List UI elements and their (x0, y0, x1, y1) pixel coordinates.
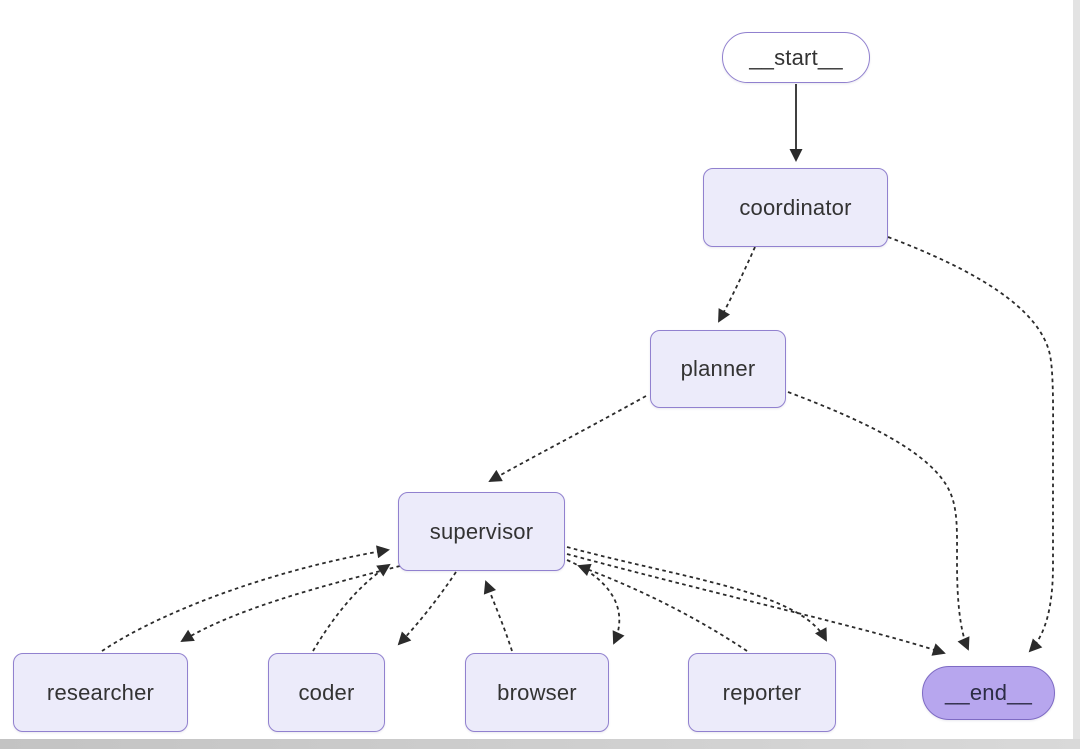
node-browser: browser (465, 653, 609, 732)
node-coordinator: coordinator (703, 168, 888, 247)
edge-reporter-supervisor (577, 563, 748, 652)
node-supervisor-label: supervisor (429, 518, 534, 544)
edge-supervisor-browser (566, 559, 625, 645)
node-coder-label: coder (298, 679, 355, 705)
node-researcher-label: researcher (46, 679, 155, 705)
node-start: __start__ (722, 32, 870, 83)
node-reporter-label: reporter (722, 679, 802, 705)
window-edge-bottom (0, 739, 1080, 749)
node-planner-label: planner (680, 356, 756, 381)
edge-supervisor-researcher (180, 565, 401, 643)
edge-researcher-supervisor (101, 545, 390, 652)
node-start-label: __start__ (749, 44, 843, 70)
edge-supervisor-end (566, 553, 946, 656)
node-end: __end__ (922, 666, 1055, 720)
edge-supervisor-coder (397, 571, 457, 646)
node-coder: coder (268, 653, 385, 732)
node-reporter: reporter (688, 653, 836, 732)
node-researcher: researcher (13, 653, 188, 732)
node-coordinator-label: coordinator (739, 194, 852, 220)
node-planner: planner (650, 330, 786, 408)
node-supervisor: supervisor (398, 492, 565, 571)
edge-planner-supervisor (488, 395, 647, 482)
edge-coordinator-planner (718, 246, 756, 323)
edge-supervisor-reporter (566, 546, 827, 642)
edge-planner-end (787, 391, 970, 651)
edge-coder-supervisor (312, 563, 391, 652)
node-end-label: __end__ (944, 680, 1033, 705)
edge-browser-supervisor (483, 580, 513, 652)
node-browser-label: browser (497, 679, 577, 705)
edge-coordinator-end (887, 236, 1055, 653)
window-edge-right (1073, 0, 1080, 749)
